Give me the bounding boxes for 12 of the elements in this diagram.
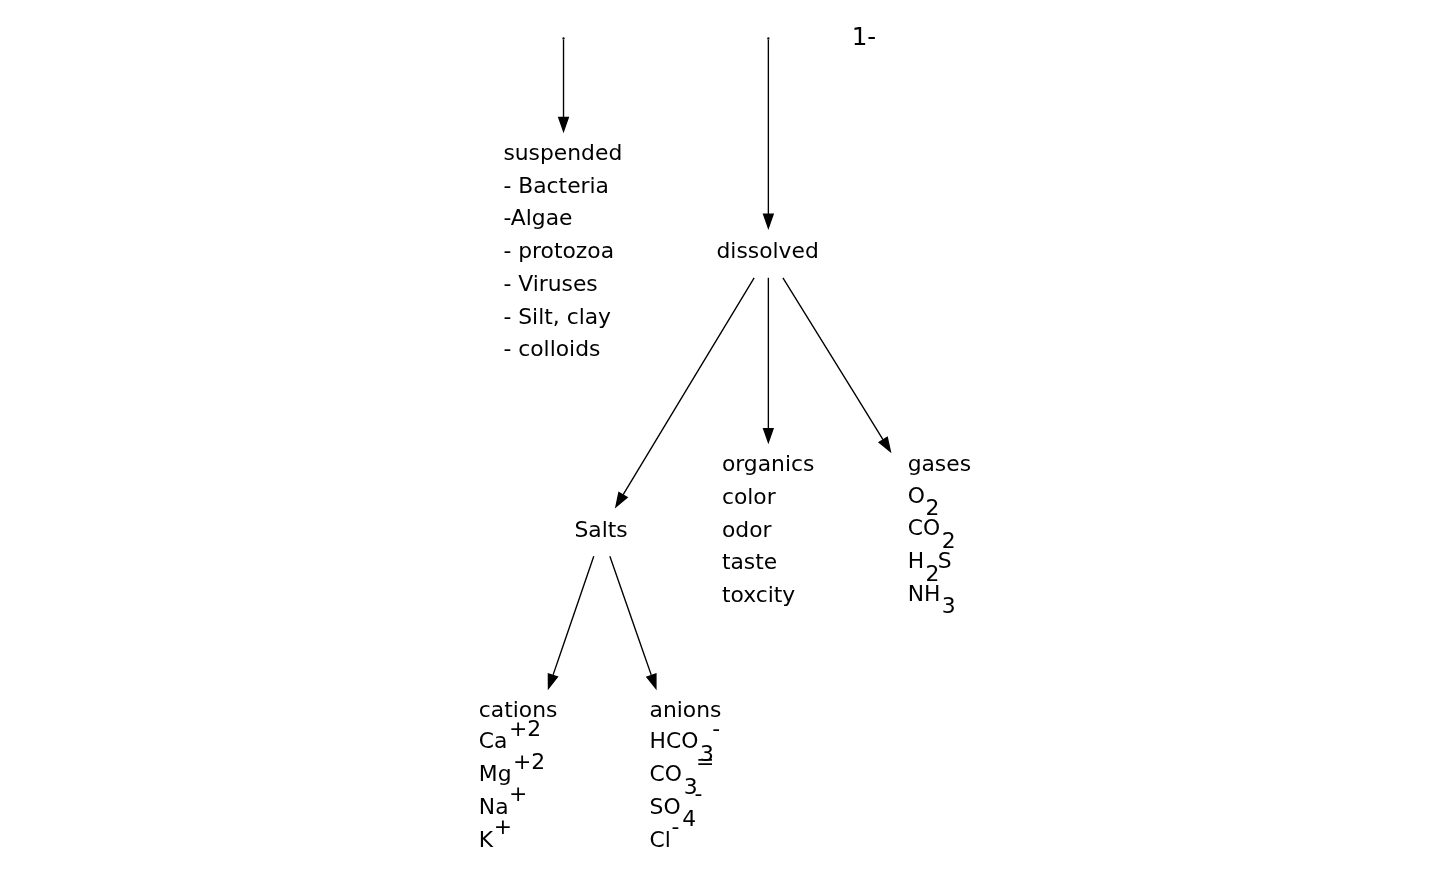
node-text: organics color odor taste toxcity xyxy=(721,451,814,608)
arrow xyxy=(762,39,774,231)
arrow xyxy=(547,555,594,691)
node-text: dissolved xyxy=(715,238,819,264)
node-text: suspended - Bacteria -Algae - protozoa - Viruses - Silt, clay - colloids xyxy=(502,139,622,362)
arrow xyxy=(557,39,569,134)
arrow xyxy=(608,555,657,691)
arrow xyxy=(781,277,891,454)
arrow xyxy=(614,277,755,509)
label: 1- xyxy=(851,21,876,51)
node-text: Salts xyxy=(573,516,628,542)
arrow xyxy=(762,277,774,445)
